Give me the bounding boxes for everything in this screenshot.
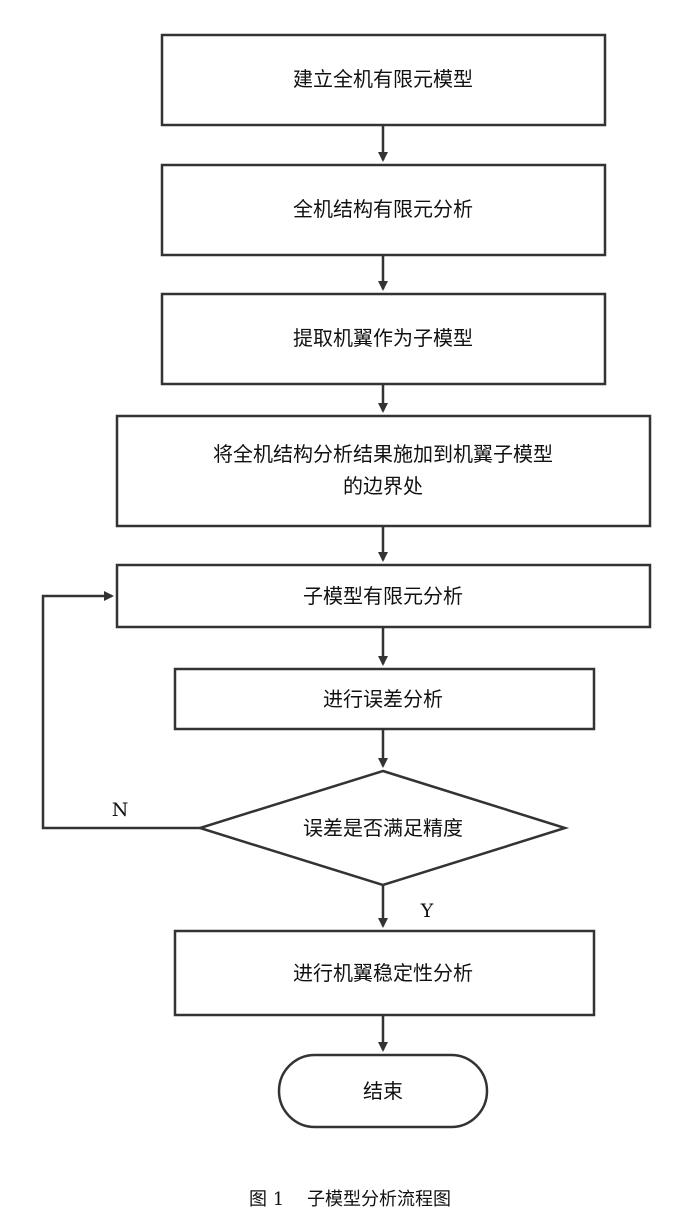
node-stability-label: 进行机翼稳定性分析 — [293, 961, 473, 985]
node-build-model-label: 建立全机有限元模型 — [293, 67, 473, 91]
terminator-end: 结束 — [277, 1053, 489, 1129]
node-sub-fea-label: 子模型有限元分析 — [303, 584, 463, 608]
decision-check-accuracy: 误差是否满足精度 — [195, 769, 570, 887]
node-build-model: 建立全机有限元模型 — [160, 33, 607, 127]
terminator-end-label: 结束 — [363, 1079, 403, 1103]
node-apply-bc-label-line2: 的边界处 — [343, 474, 423, 498]
node-full-analysis-label: 全机结构有限元分析 — [293, 197, 473, 221]
node-apply-bc-label-line1: 将全机结构分析结果施加到机翼子模型 — [213, 442, 553, 466]
node-error-analysis: 进行误差分析 — [173, 667, 596, 731]
decision-check-accuracy-label: 误差是否满足精度 — [303, 816, 463, 840]
node-error-analysis-label: 进行误差分析 — [323, 687, 443, 711]
figure-caption: 图 1 子模型分析流程图 — [249, 1189, 451, 1210]
node-extract-wing-label: 提取机翼作为子模型 — [293, 326, 473, 350]
node-full-analysis: 全机结构有限元分析 — [160, 163, 607, 257]
arrow-no-loop — [41, 591, 200, 830]
node-stability: 进行机翼稳定性分析 — [173, 929, 596, 1017]
node-sub-fea: 子模型有限元分析 — [115, 563, 652, 629]
node-apply-bc: 将全机结构分析结果施加到机翼子模型 的边界处 — [115, 414, 652, 528]
node-extract-wing: 提取机翼作为子模型 — [160, 292, 607, 386]
branch-label-no: N — [112, 799, 129, 821]
branch-label-yes: Y — [420, 900, 434, 922]
